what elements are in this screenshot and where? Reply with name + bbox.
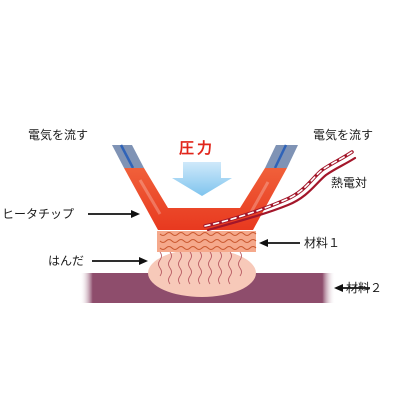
heater-chip-label: ヒータチップ xyxy=(2,207,75,221)
thermocouple-wire xyxy=(203,150,357,232)
material1-label: 材料１ xyxy=(304,236,341,250)
solder-label: はんだ xyxy=(48,254,85,268)
pressure-arrow xyxy=(172,162,232,196)
material1 xyxy=(157,231,257,252)
solder-bump xyxy=(148,249,256,297)
label-arrows xyxy=(88,210,370,292)
current-right-label: 電気を流す xyxy=(313,128,374,142)
current-left-label: 電気を流す xyxy=(28,128,89,142)
pressure-label: 圧力 xyxy=(179,139,216,157)
thermocouple-label: 熱電対 xyxy=(331,176,368,190)
material2-label: 材料２ xyxy=(346,281,383,295)
solder-texture xyxy=(158,251,242,285)
